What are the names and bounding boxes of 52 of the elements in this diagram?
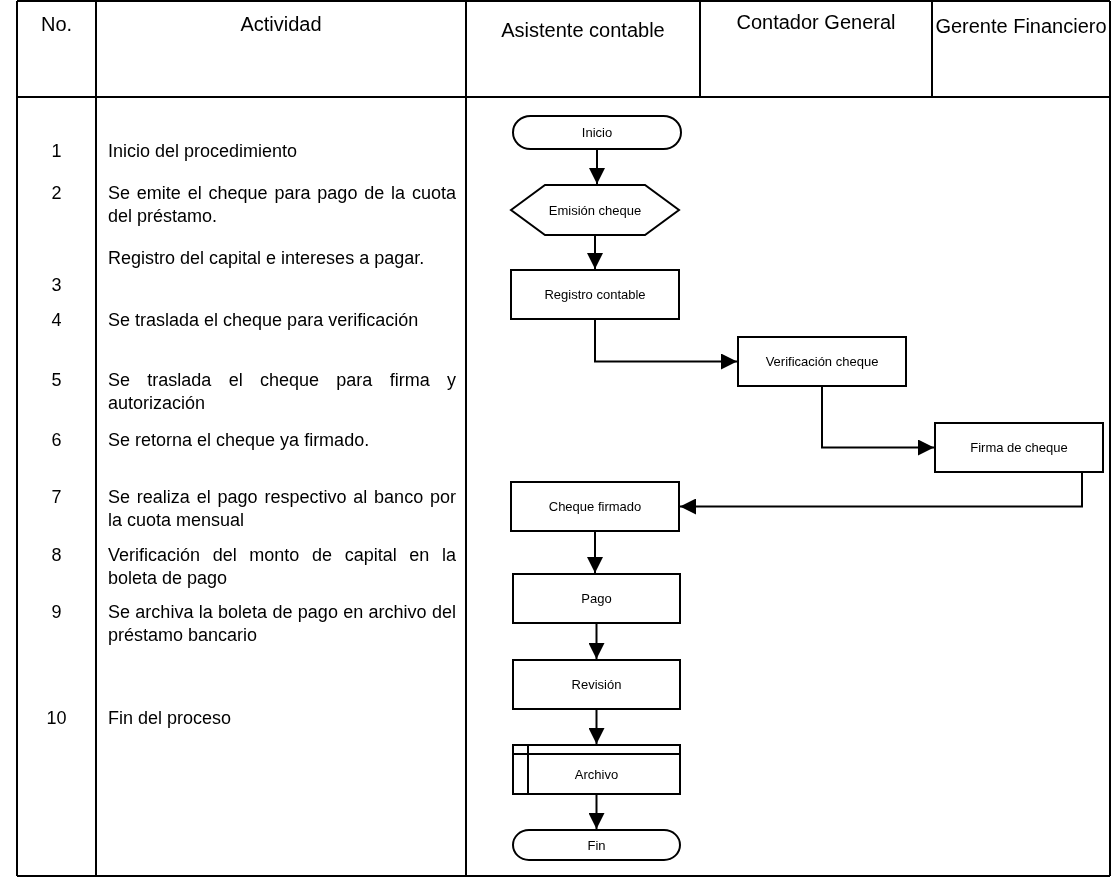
arrow xyxy=(588,794,605,830)
node-label: Cheque firmado xyxy=(547,499,643,514)
activity-description: Se traslada el cheque para verificación xyxy=(108,309,420,332)
node-label: Emisión cheque xyxy=(547,202,643,218)
activity-description: Verificación del monto de capital en la boleta de pago xyxy=(108,544,456,590)
arrow xyxy=(679,472,1083,515)
column-header: Contador General xyxy=(735,10,897,34)
activity-description: Registro del capital e intereses a pagar. xyxy=(108,247,426,270)
process-box xyxy=(512,573,681,624)
row-number: 6 xyxy=(50,429,63,452)
process-box xyxy=(737,336,907,387)
row-number: 8 xyxy=(50,544,63,567)
row-number: 4 xyxy=(50,309,63,332)
activity-description: Se emite el cheque para pago de la cuota del préstamo. xyxy=(108,182,456,228)
activity-description: Se realiza el pago respectivo al banco por la cuota mensual xyxy=(108,486,456,532)
arrow xyxy=(587,531,603,574)
activity-description: Inicio del procedimiento xyxy=(108,140,299,163)
arrow xyxy=(587,235,603,270)
column-header: Gerente Financiero xyxy=(934,14,1108,38)
subprocess-box xyxy=(512,744,681,795)
row-number: 7 xyxy=(50,486,63,509)
row-number: 10 xyxy=(45,707,68,730)
node-label: Verificación cheque xyxy=(764,354,880,369)
process-box xyxy=(510,481,680,532)
node-label: Archivo xyxy=(573,767,620,782)
column-header: No. xyxy=(39,12,74,36)
process-box xyxy=(934,422,1104,473)
activity-description: Se archiva la boleta de pago en archivo del préstamo bancario xyxy=(108,601,456,647)
column-header: Asistente contable xyxy=(500,18,666,42)
process-box xyxy=(512,659,681,710)
node-label: Fin xyxy=(586,837,607,853)
row-number: 5 xyxy=(50,369,63,392)
row-number: 3 xyxy=(50,274,63,297)
preparation-hexagon xyxy=(510,184,680,236)
activity-description: Se retorna el cheque ya firmado. xyxy=(108,429,371,452)
arrow xyxy=(594,319,738,370)
arrow xyxy=(588,623,605,660)
node-label: Pago xyxy=(580,591,613,606)
activity-description: Fin del proceso xyxy=(108,707,233,730)
arrow xyxy=(589,149,605,185)
arrow xyxy=(588,709,605,745)
node-label: Inicio xyxy=(580,125,614,140)
process-box xyxy=(510,269,680,320)
activity-description: Se traslada el cheque para firma y autorización xyxy=(108,369,456,415)
row-number: 1 xyxy=(50,140,63,163)
column-header: Actividad xyxy=(239,12,323,36)
arrow xyxy=(821,386,935,456)
row-number: 9 xyxy=(50,601,63,624)
row-number: 2 xyxy=(50,182,63,205)
node-label: Firma de cheque xyxy=(969,440,1069,455)
node-label: Registro contable xyxy=(543,287,647,302)
node-label: Revisión xyxy=(570,677,623,692)
